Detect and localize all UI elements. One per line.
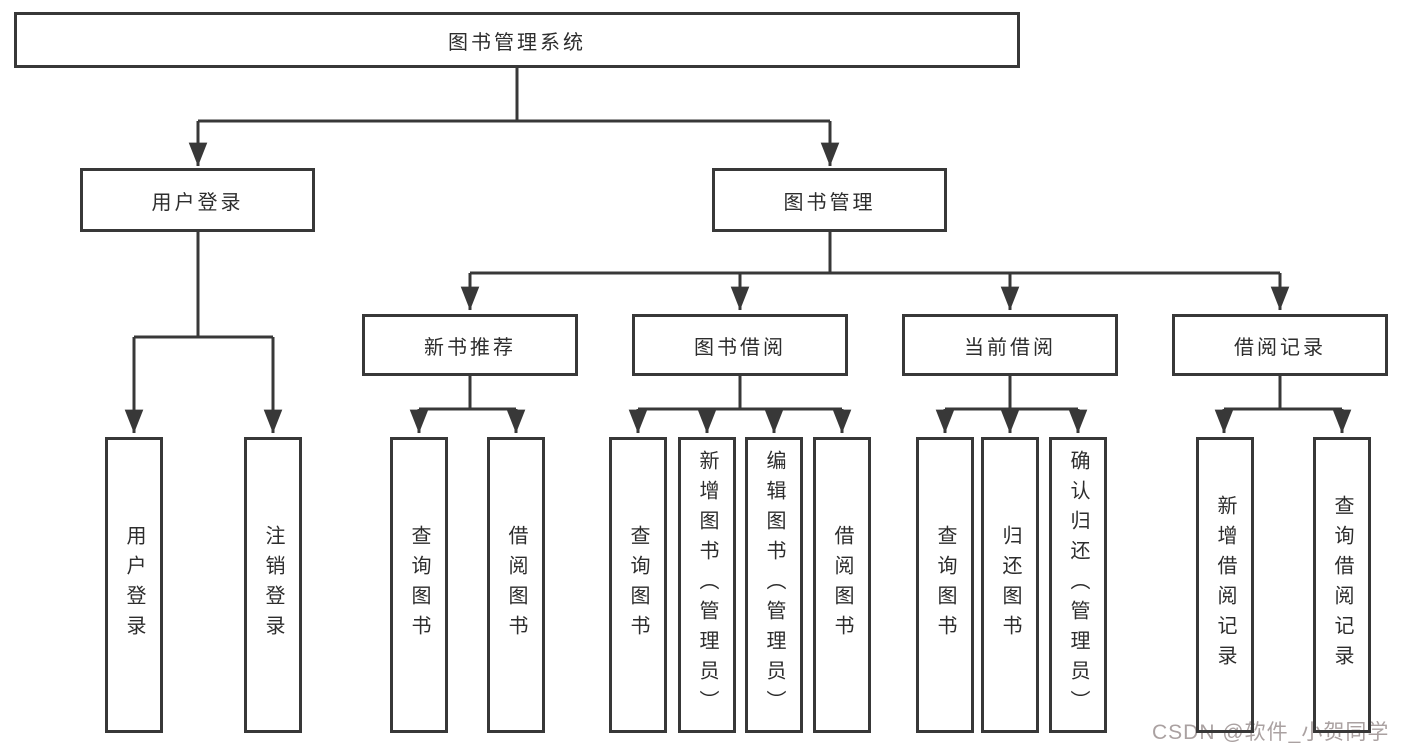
node-new-book-recommend: 新书推荐 [362,314,578,376]
node-borrow-records: 借阅记录 [1172,314,1388,376]
leaf-current-query-books: 查询图书 [916,437,974,733]
node-label: 借阅记录 [1234,336,1326,359]
leaf-current-return-books: 归还图书 [981,437,1039,733]
leaf-label: 借阅图书 [505,525,527,645]
node-user-login: 用户登录 [80,168,315,232]
leaf-label: 编辑图书（管理员） [763,450,785,720]
leaf-label: 归还图书 [999,525,1021,645]
leaf-label: 查询借阅记录 [1331,495,1353,675]
leaf-records-query-record: 查询借阅记录 [1313,437,1371,733]
leaf-label: 查询图书 [934,525,956,645]
node-label: 当前借阅 [964,336,1056,359]
leaf-borrow-add-books-admin: 新增图书（管理员） [678,437,736,733]
watermark: CSDN @软件_小贺同学 [1152,721,1390,744]
leaf-label: 确认归还（管理员） [1067,450,1089,720]
leaf-label: 新增图书（管理员） [696,450,718,720]
node-book-management: 图书管理 [712,168,947,232]
node-label: 图书借阅 [694,336,786,359]
leaf-label: 注销登录 [262,525,284,645]
node-current-borrow: 当前借阅 [902,314,1118,376]
leaf-user-login: 用户登录 [105,437,163,733]
leaf-newbook-query-books: 查询图书 [390,437,448,733]
node-library-system: 图书管理系统 [14,12,1020,68]
leaf-label: 查询图书 [627,525,649,645]
leaf-label: 借阅图书 [831,525,853,645]
leaf-records-add-record: 新增借阅记录 [1196,437,1254,733]
leaf-newbook-borrow-books: 借阅图书 [487,437,545,733]
node-label: 图书管理系统 [448,31,586,54]
leaf-borrow-borrow-books: 借阅图书 [813,437,871,733]
node-label: 图书管理 [783,191,876,214]
leaf-borrow-edit-books-admin: 编辑图书（管理员） [745,437,803,733]
leaf-label: 新增借阅记录 [1214,495,1236,675]
node-label: 用户登录 [151,191,244,214]
leaf-label: 查询图书 [408,525,430,645]
leaf-borrow-query-books: 查询图书 [609,437,667,733]
node-book-borrow: 图书借阅 [632,314,848,376]
leaf-current-confirm-return-admin: 确认归还（管理员） [1049,437,1107,733]
node-label: 新书推荐 [424,336,516,359]
leaf-label: 用户登录 [123,525,145,645]
leaf-logout: 注销登录 [244,437,302,733]
